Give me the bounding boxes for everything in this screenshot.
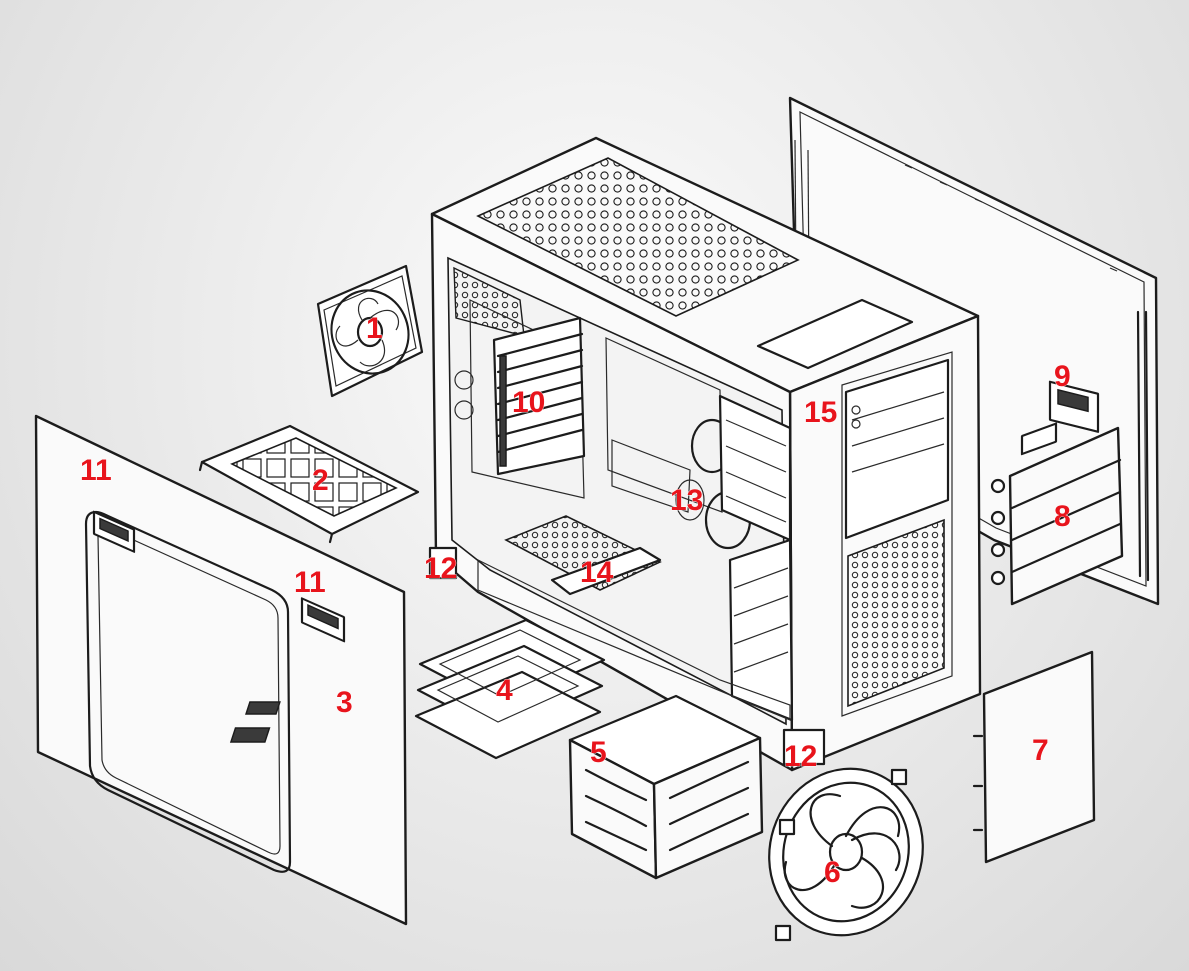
- callout-15: 15: [804, 396, 837, 429]
- case-foot-rear: [428, 546, 458, 580]
- drive-cage: [568, 694, 764, 880]
- callout-3: 3: [336, 686, 353, 719]
- panel-handle-lower: [300, 597, 346, 643]
- case-foot-front: [782, 728, 826, 766]
- front-bezel: [972, 422, 1096, 864]
- callout-14: 14: [580, 556, 614, 589]
- callout-11-lower: 11: [294, 566, 326, 599]
- callout-12-front: 12: [784, 740, 817, 773]
- callout-5: 5: [590, 736, 607, 769]
- top-fan-120mm: [316, 264, 424, 398]
- left-side-panel: [34, 414, 408, 926]
- callout-2: 2: [312, 464, 329, 497]
- callout-9: 9: [1054, 360, 1071, 393]
- dust-filter-tray: [198, 424, 420, 544]
- callout-8: 8: [1054, 500, 1071, 533]
- case-chassis: [428, 136, 982, 772]
- callout-13: 13: [670, 484, 703, 517]
- callout-10: 10: [512, 386, 545, 419]
- callout-12-rear: 12: [424, 552, 457, 585]
- panel-handle-upper: [92, 510, 136, 553]
- callout-labels: 1 2 3 4 5 6 7 8 9 10 11 11 12 12 13 14 1…: [80, 312, 1071, 890]
- bay-covers: [990, 426, 1124, 606]
- front-fan-200mm: [768, 767, 924, 942]
- callout-1: 1: [366, 312, 383, 345]
- expansion-slots: [492, 316, 586, 476]
- callout-4: 4: [496, 674, 513, 707]
- drive-trays: [229, 618, 606, 760]
- callout-11-upper: 11: [80, 454, 112, 487]
- callout-7: 7: [1032, 734, 1049, 767]
- panel-latch-lower: [1048, 380, 1100, 433]
- callout-6: 6: [824, 856, 841, 889]
